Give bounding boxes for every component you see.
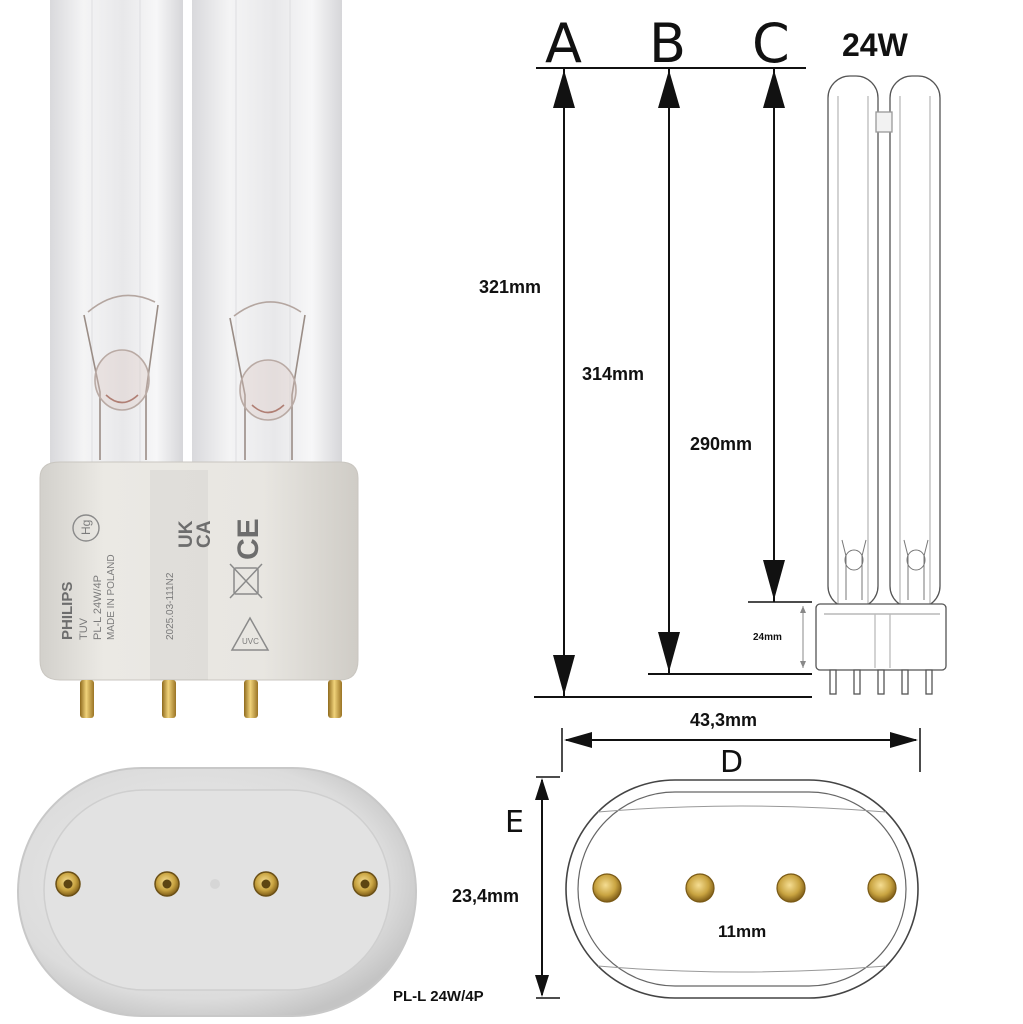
dimension-value-pin-spacing: 11mm (718, 922, 766, 941)
svg-text:UVC: UVC (242, 637, 259, 646)
cap-technical-drawing (565, 779, 919, 999)
lamp-base (39, 461, 359, 681)
dimension-letter-a: A (545, 12, 582, 75)
cap-inner (43, 789, 391, 991)
dimension-letter-e: E (505, 805, 524, 840)
dimension-value-a: 321mm (479, 277, 541, 297)
lamp-tube-left (50, 0, 183, 478)
cap-contacts-photo (55, 871, 378, 897)
diagram-labels: A B C 24W 321mm 314mm 290mm 24mm 43,3mm … (393, 12, 909, 1005)
svg-text:UK: UK (176, 520, 197, 548)
drawing-cap-contacts (592, 873, 897, 903)
lamp-tube-right (192, 0, 342, 478)
dimension-letter-b: B (649, 12, 686, 75)
filament-left (83, 294, 159, 460)
ce-mark-icon: CE (232, 518, 265, 560)
dimension-lines (534, 67, 921, 999)
photo-code: 2025.03-111N2 (165, 572, 176, 640)
svg-text:CA: CA (194, 520, 215, 548)
model-label: PL-L 24W/4P (393, 988, 484, 1005)
photo-brand: PHILIPS (59, 582, 76, 640)
photo-line3: MADE IN POLAND (106, 554, 117, 640)
svg-text:CE: CE (232, 518, 265, 560)
drawing-pins (829, 669, 933, 695)
weee-bin-icon (229, 563, 263, 599)
drawing-cap-inner (577, 791, 907, 987)
dimension-letter-d: D (720, 745, 743, 780)
drawing-tube-left (827, 75, 879, 609)
drawing-cap-outer (565, 779, 919, 999)
dimension-value-depth: 23,4mm (452, 886, 519, 906)
wattage-label: 24W (842, 27, 909, 63)
photo-line2: PL-L 24W/4P (92, 575, 104, 640)
hg-symbol-icon: Hg (72, 514, 100, 542)
dimension-value-b: 314mm (582, 364, 644, 384)
lamp-pins-photo (80, 680, 342, 718)
svg-text:Hg: Hg (79, 520, 93, 535)
dimension-value-base: 24mm (753, 632, 782, 643)
dimension-letter-c: C (752, 12, 790, 75)
uvc-warning-icon: UVC (230, 616, 270, 651)
ukca-mark-icon: UK CA (176, 520, 215, 548)
drawing-tube-right (889, 75, 941, 609)
photo-line1: TUV (78, 617, 90, 640)
dimension-value-c: 290mm (690, 434, 752, 454)
lamp-photo: PHILIPS TUV PL-L 24W/4P MADE IN POLAND 2… (39, 0, 359, 718)
filament-right (229, 301, 306, 460)
dimension-value-width: 43,3mm (690, 710, 757, 730)
cap-bottom-photo (17, 767, 417, 1017)
lamp-technical-drawing (815, 75, 947, 695)
